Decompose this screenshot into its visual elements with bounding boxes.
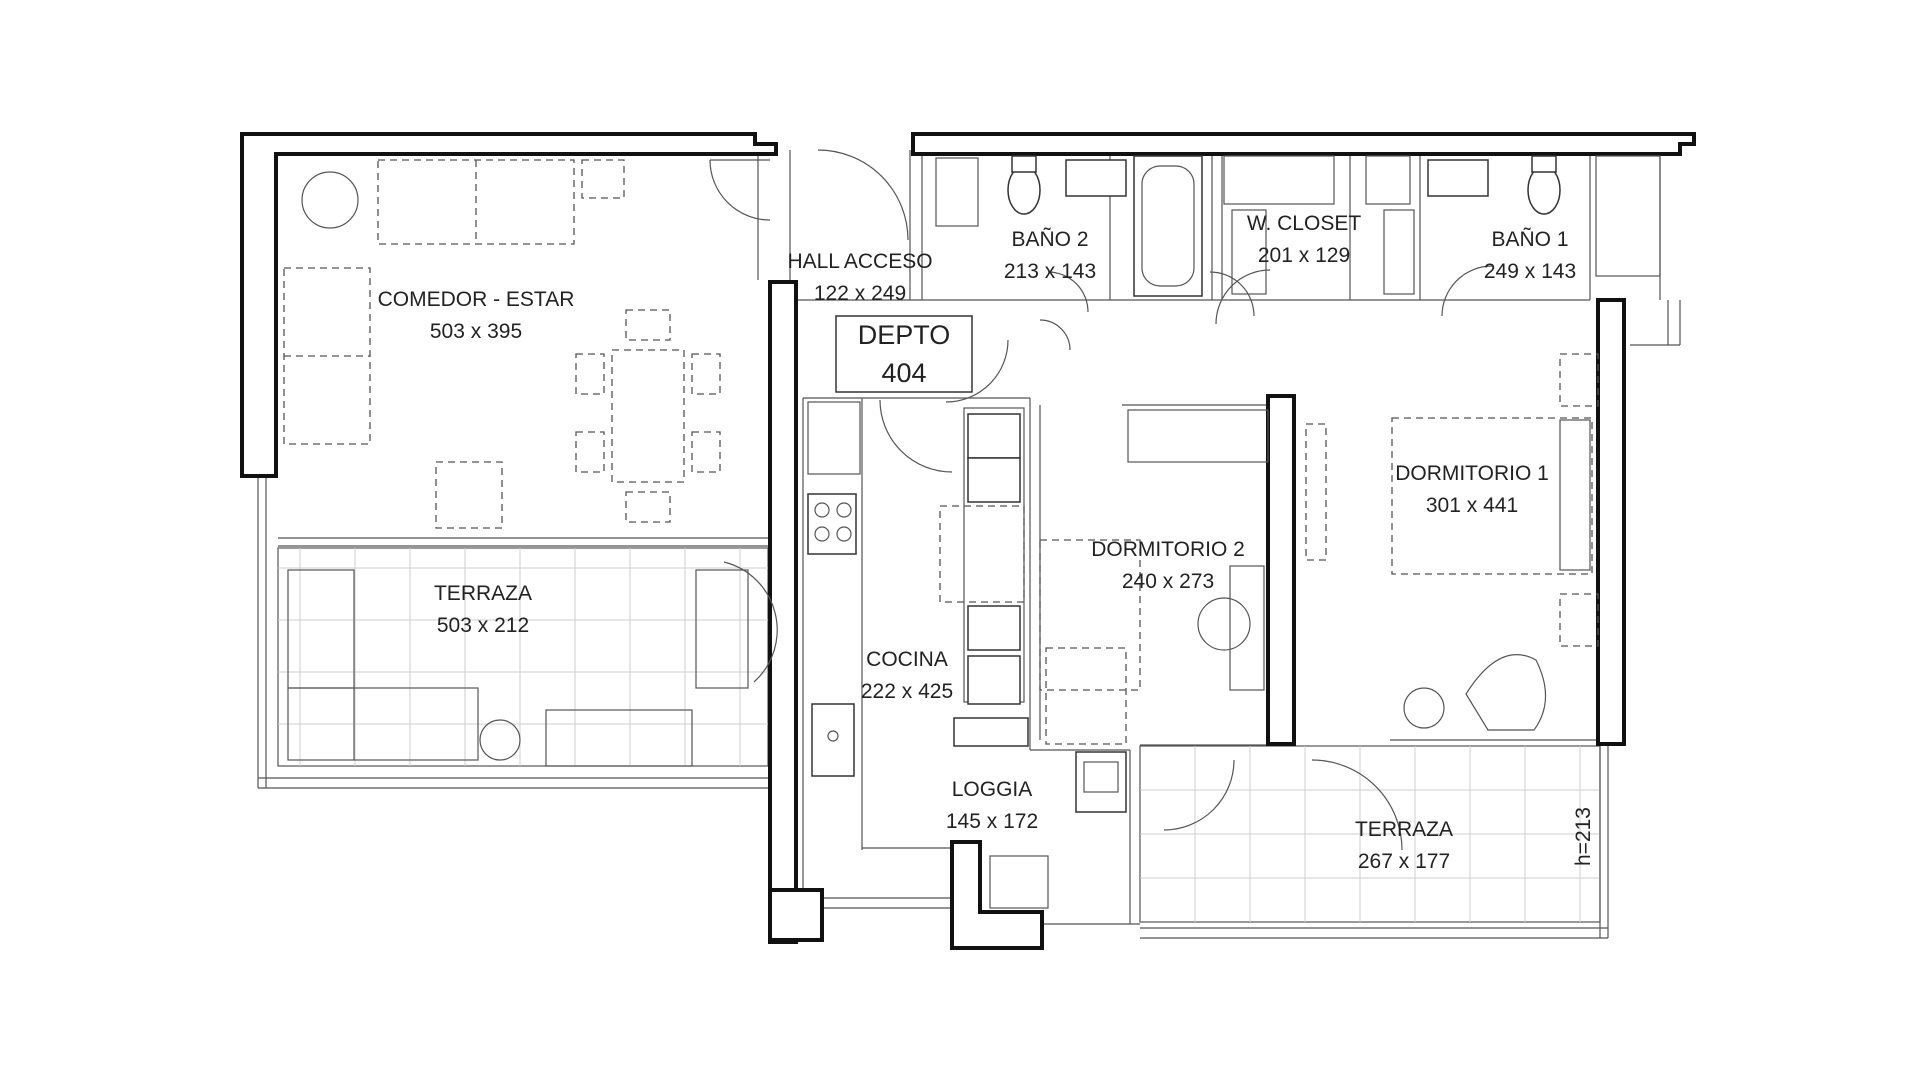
bathroom-fixtures bbox=[935, 155, 1661, 297]
loggia-dims: 145 x 172 bbox=[946, 810, 1038, 833]
interior-lines bbox=[257, 150, 1681, 939]
bano2-dims: 213 x 143 bbox=[1004, 260, 1096, 283]
kitchen-fixtures bbox=[807, 401, 1029, 777]
dorm1-name: DORMITORIO 1 bbox=[1395, 462, 1549, 485]
unit-label: DEPTO bbox=[858, 320, 951, 350]
loggia-fixtures bbox=[989, 751, 1127, 909]
hall-dims: 122 x 249 bbox=[814, 282, 906, 305]
terraza-left-dims: 503 x 212 bbox=[437, 614, 529, 637]
comedor-furniture bbox=[283, 159, 721, 529]
comedor-name: COMEDOR - ESTAR bbox=[378, 288, 575, 311]
unit-number: 404 bbox=[881, 358, 926, 388]
loggia-name: LOGGIA bbox=[952, 778, 1033, 801]
terraza-left-name: TERRAZA bbox=[434, 582, 532, 605]
terraza-left-tiles bbox=[277, 547, 769, 767]
dorm2-name: DORMITORIO 2 bbox=[1091, 538, 1245, 561]
exterior-walls bbox=[240, 132, 1696, 950]
cocina-dims: 222 x 425 bbox=[861, 680, 953, 703]
cocina-name: COCINA bbox=[866, 648, 948, 671]
bano1-name: BAÑO 1 bbox=[1491, 227, 1568, 251]
unit-sign bbox=[835, 315, 973, 393]
bano2-name: BAÑO 2 bbox=[1011, 227, 1088, 251]
wcloset-dims: 201 x 129 bbox=[1258, 244, 1350, 267]
dorm2-dims: 240 x 273 bbox=[1122, 570, 1214, 593]
hall-name: HALL ACCESO bbox=[787, 250, 932, 273]
dorm2-furniture bbox=[1039, 409, 1269, 745]
comedor-dims: 503 x 395 bbox=[430, 320, 522, 343]
wcloset-name: W. CLOSET bbox=[1247, 212, 1362, 235]
terraza-furniture bbox=[287, 569, 749, 767]
dorm1-furniture bbox=[1305, 353, 1599, 731]
bano1-dims: 249 x 143 bbox=[1484, 260, 1576, 283]
dorm1-dims: 301 x 441 bbox=[1426, 494, 1518, 517]
terraza-right-name: TERRAZA bbox=[1355, 818, 1453, 841]
height-annotation: h=213 bbox=[1572, 807, 1595, 866]
terraza-right-dims: 267 x 177 bbox=[1358, 850, 1450, 873]
doors bbox=[709, 149, 1493, 851]
